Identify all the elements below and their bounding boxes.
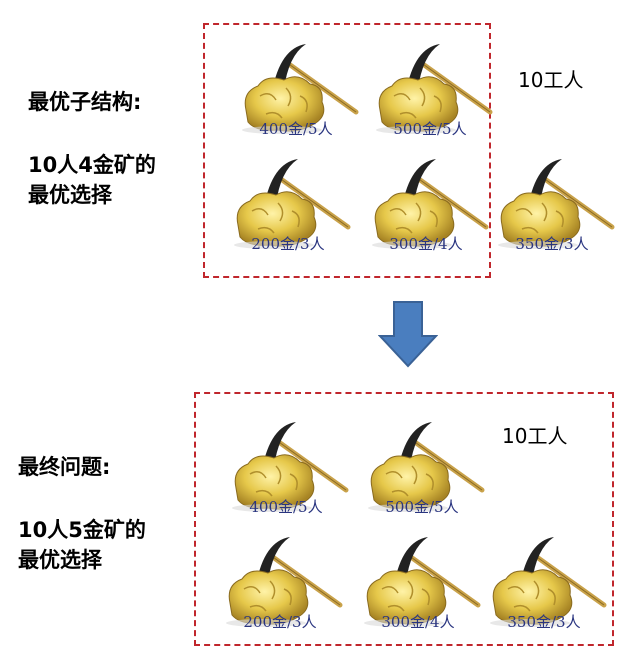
- mine-caption: 500金/5人: [385, 498, 459, 516]
- bottom-description-line2: 最优选择: [18, 548, 102, 572]
- bottom-title: 最终问题:: [18, 455, 111, 479]
- gold-ore-with-pickaxe-icon: [242, 44, 359, 134]
- mine-caption: 200金/3人: [251, 235, 325, 253]
- top-subproblem-box: [203, 23, 491, 278]
- bottom-mine-2: 500金/5人: [362, 418, 502, 528]
- gold-ore-with-pickaxe-icon: [376, 44, 493, 134]
- bottom-description-line1: 10人5金矿的: [18, 518, 146, 542]
- bottom-mine-1: 400金/5人: [226, 418, 366, 528]
- top-mine-1: 400金/5人: [236, 40, 376, 150]
- gold-ore-with-pickaxe-icon: [234, 159, 351, 249]
- top-mine-3: 200金/3人: [228, 155, 368, 265]
- top-workers-label: 10工人: [518, 68, 584, 92]
- gold-ore-with-pickaxe-icon: [226, 537, 343, 627]
- gold-ore-with-pickaxe-icon: [232, 422, 349, 512]
- bottom-mine-4: 300金/4人: [358, 533, 498, 643]
- gold-ore-with-pickaxe-icon: [368, 422, 485, 512]
- gold-ore-with-pickaxe-icon: [372, 159, 489, 249]
- bottom-problem-box: [194, 392, 614, 646]
- top-mine-5: 350金/3人: [492, 155, 632, 265]
- gold-ore-with-pickaxe-icon: [498, 159, 615, 249]
- gold-ore-with-pickaxe-icon: [364, 537, 481, 627]
- top-title: 最优子结构:: [28, 90, 142, 114]
- mine-caption: 200金/3人: [243, 613, 317, 631]
- top-mine-4: 300金/4人: [366, 155, 506, 265]
- mine-caption: 350金/3人: [515, 235, 589, 253]
- bottom-workers-label: 10工人: [502, 424, 568, 448]
- mine-caption: 500金/5人: [393, 120, 467, 138]
- gold-ore-with-pickaxe-icon: [490, 537, 607, 627]
- mine-caption: 300金/4人: [381, 613, 455, 631]
- top-mine-2: 500金/5人: [370, 40, 510, 150]
- mine-caption: 400金/5人: [249, 498, 323, 516]
- top-description-line2: 最优选择: [28, 183, 112, 207]
- mine-caption: 300金/4人: [389, 235, 463, 253]
- bottom-mine-3: 200金/3人: [220, 533, 360, 643]
- top-description-line1: 10人4金矿的: [28, 153, 156, 177]
- bottom-mine-5: 350金/3人: [484, 533, 624, 643]
- mine-caption: 350金/3人: [507, 613, 581, 631]
- arrow-down-icon: [378, 301, 438, 368]
- mine-caption: 400金/5人: [259, 120, 333, 138]
